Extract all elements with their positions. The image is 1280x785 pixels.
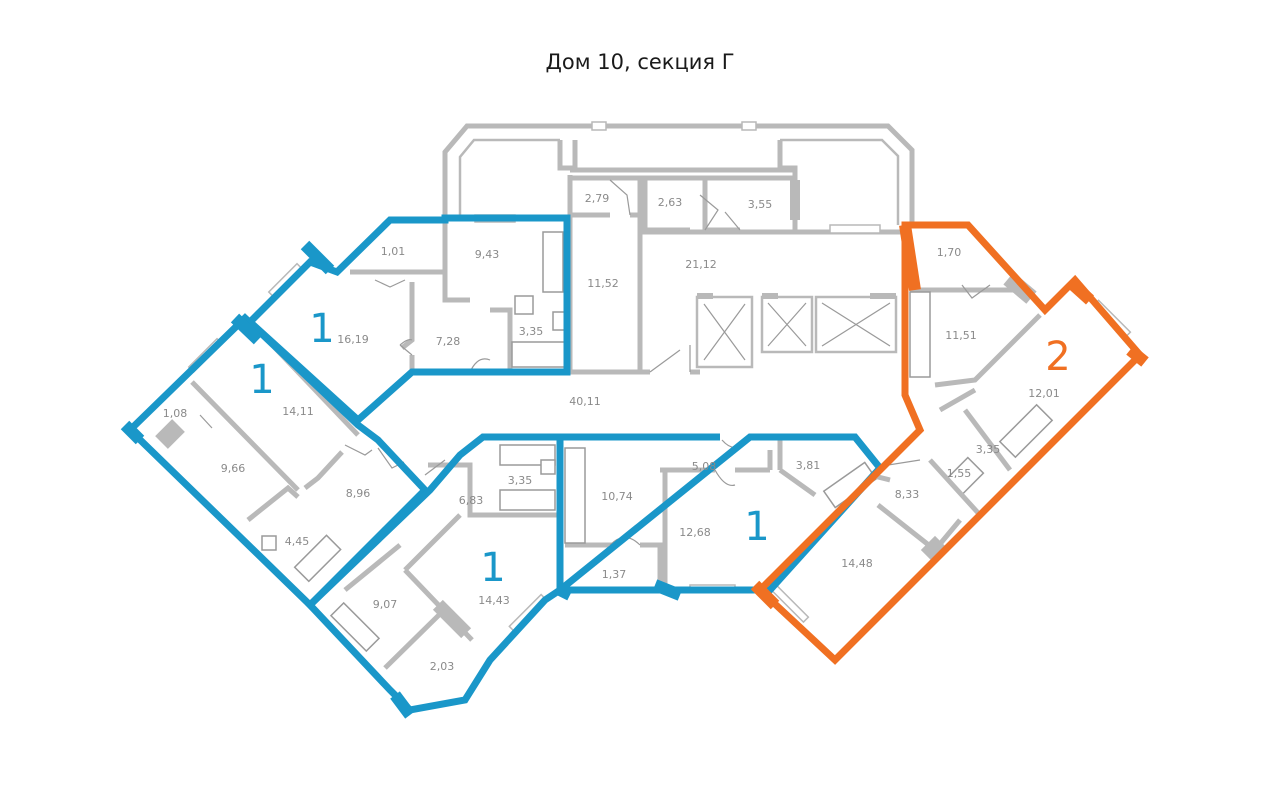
area-label: 3,81 [796,459,821,472]
room-count-labels: 1 1 1 1 2 [249,306,1070,591]
area-label: 8,33 [895,488,920,501]
area-label: 12,01 [1028,387,1060,400]
area-label: 11,51 [945,329,977,342]
area-label: 1,01 [381,245,406,258]
area-label: 11,52 [587,277,619,290]
page-title: Дом 10, секция Г [545,50,735,74]
area-label: 6,83 [459,494,484,507]
area-label: 7,28 [436,335,461,348]
room-count-label: 1 [309,306,334,352]
room-count-label: 1 [249,357,274,403]
area-label: 14,11 [282,405,314,418]
area-label: 16,19 [337,333,369,346]
area-label: 14,43 [478,594,510,607]
area-label: 3,35 [508,474,533,487]
area-label: 3,35 [976,443,1001,456]
area-label: 8,96 [346,487,371,500]
area-label: 10,74 [601,490,633,503]
room-area-labels: 1,01 9,43 16,19 7,28 3,35 14,11 1,08 9,6… [163,192,1060,673]
apartment-outlines [120,214,1149,719]
apartment-outline-apt-e[interactable] [754,221,1145,665]
area-label: 40,11 [569,395,601,408]
area-label: 4,45 [285,535,310,548]
wall-accent [390,691,415,719]
apartment-outline-apt-a[interactable] [244,214,571,425]
room-count-label: 1 [744,504,769,550]
area-label: 14,48 [841,557,873,570]
area-label: 12,68 [679,526,711,539]
wall-accent [557,584,573,601]
area-label: 3,55 [748,198,773,211]
wall-accent [230,313,263,345]
area-label: 2,63 [658,196,683,209]
area-label: 9,07 [373,598,398,611]
area-label: 1,08 [163,407,188,420]
area-label: 9,43 [475,248,500,261]
wall-accent [1126,345,1149,367]
area-label: 5,08 [692,460,717,473]
area-label: 2,03 [430,660,455,673]
wall-accent [300,240,335,275]
room-count-label: 2 [1045,334,1070,380]
area-label: 2,79 [585,192,610,205]
area-label: 9,66 [221,462,246,475]
wall-accent [899,224,921,291]
building-walls [155,121,1132,670]
area-label: 3,35 [519,325,544,338]
area-label: 1,55 [947,467,972,480]
wall-accent [1065,277,1095,305]
area-label: 21,12 [685,258,717,271]
room-count-label: 1 [480,545,505,591]
wall-accent [750,580,780,610]
wall-accent [652,579,683,601]
area-label: 1,37 [602,568,627,581]
area-label: 1,70 [937,246,962,259]
wall-accent [120,420,145,445]
